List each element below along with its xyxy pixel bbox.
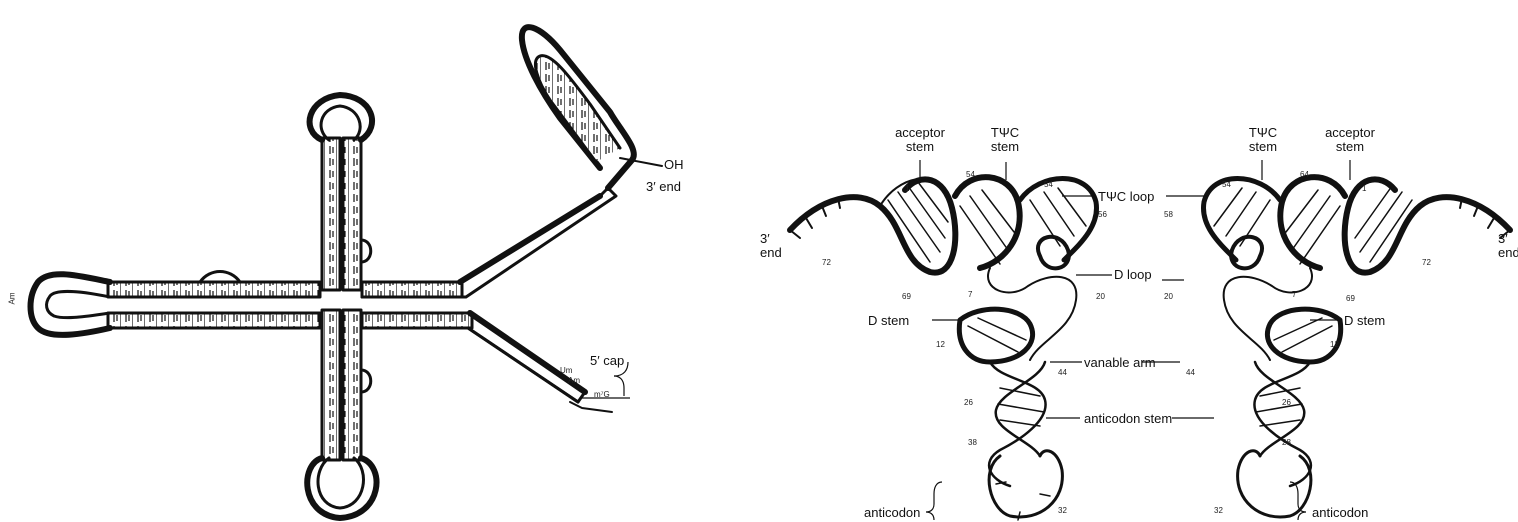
five-prime-cap-label: 5′ cap [590, 354, 624, 368]
num-56: 56 [1098, 210, 1107, 219]
num-r-64: 64 [1300, 170, 1309, 179]
num-7: 7 [968, 290, 972, 299]
num-69: 69 [902, 292, 911, 301]
num-44: 44 [1058, 368, 1067, 377]
num-12: 12 [936, 340, 945, 349]
anticodon-label-left: anticodon [864, 506, 920, 520]
cloverleaf-structure [31, 27, 663, 518]
num-r-28: 28 [1282, 438, 1291, 447]
anticodon-stem-label: anticodon stem [1084, 412, 1172, 426]
num-r-32: 32 [1214, 506, 1223, 515]
t-arm [310, 95, 372, 290]
acceptor-stem-label-right: acceptor stem [1310, 126, 1390, 154]
num-r-7: 7 [1292, 290, 1296, 299]
num-r-58: 58 [1164, 210, 1173, 219]
num-r-12: 12 [1330, 340, 1339, 349]
num-r-26: 26 [1282, 398, 1291, 407]
num-38: 38 [968, 438, 977, 447]
anticodon-arm [307, 310, 376, 518]
three-prime-end-right: 3′ end [1498, 232, 1518, 260]
d-stem-label-right: D stem [1344, 314, 1385, 328]
acceptor-stem-label: acceptor stem [880, 126, 960, 154]
num-20: 20 [1096, 292, 1105, 301]
num-72: 72 [822, 258, 831, 267]
num-54b: 54 [1044, 180, 1053, 189]
num-r-69: 69 [1346, 294, 1355, 303]
num-32: 32 [1058, 506, 1067, 515]
variable-arm-label: vanable arm [1084, 356, 1156, 370]
num-r-1: 1 [1362, 184, 1366, 193]
acceptor-5prime-arm [362, 313, 585, 402]
d-loop-label: D loop [1114, 268, 1152, 282]
d-arm [31, 272, 321, 335]
oh-label: OH [664, 158, 684, 172]
num-r-72: 72 [1422, 258, 1431, 267]
num-r-44: 44 [1186, 368, 1195, 377]
am-label: Am [568, 376, 580, 385]
l-model-right [1203, 177, 1510, 517]
tpsic-stem-label-right: TΨC stem [1238, 126, 1288, 154]
three-prime-end-label: 3′ end [646, 180, 681, 194]
tpsic-loop-label: TΨC loop [1098, 190, 1154, 204]
num-1: 1 [905, 184, 909, 193]
m7g-label: m⁷G [594, 390, 610, 399]
num-r-20: 20 [1164, 292, 1173, 301]
num-54a: 54 [966, 170, 975, 179]
anticodon-label-right: anticodon [1312, 506, 1368, 520]
um-label: Um [560, 366, 572, 375]
num-r-54: 54 [1222, 180, 1231, 189]
d-stem-label: D stem [868, 314, 909, 328]
am-side-label: Am [8, 293, 17, 305]
three-prime-end-left: 3′ end [760, 232, 782, 260]
num-26: 26 [964, 398, 973, 407]
tpsic-stem-label: TΨC stem [980, 126, 1030, 154]
